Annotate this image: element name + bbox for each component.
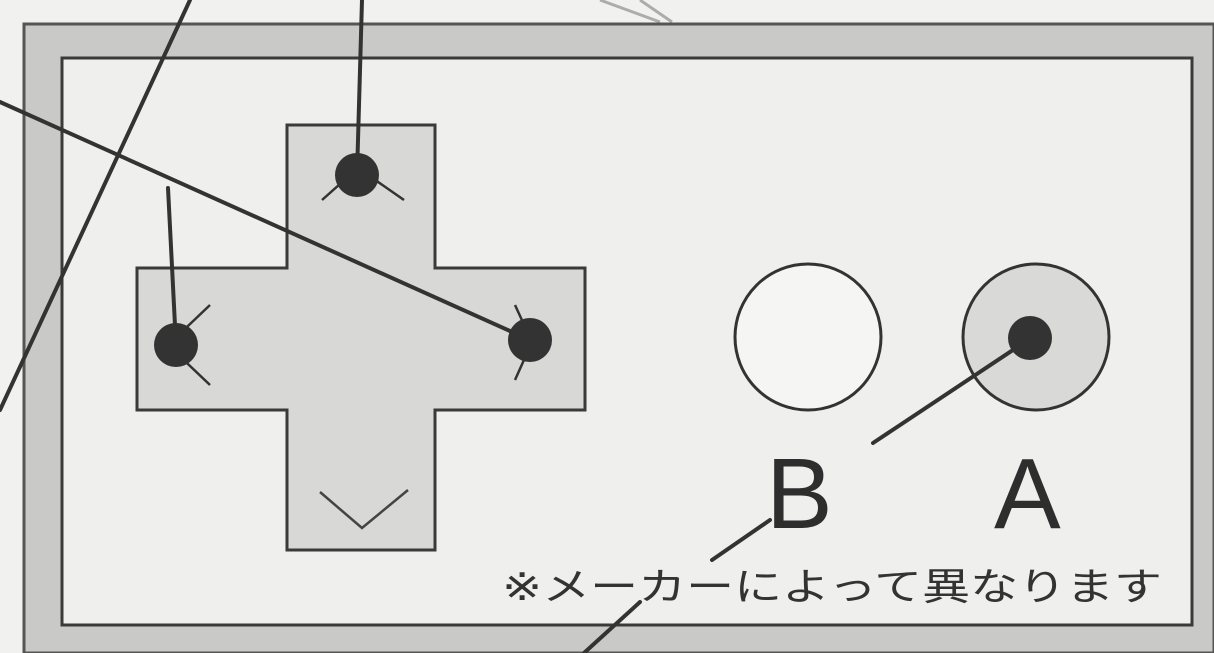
leader-line-b-upper bbox=[710, 518, 772, 562]
b-button-label: B bbox=[766, 438, 833, 550]
dpad bbox=[135, 123, 587, 552]
leader-line-up bbox=[355, 0, 364, 177]
leader-line-b-lower bbox=[582, 600, 642, 653]
callout-dots bbox=[154, 153, 1052, 367]
dot-up bbox=[335, 153, 379, 197]
manufacturer-note: ※メーカーによって異なります bbox=[502, 565, 1162, 609]
leader-line-long bbox=[0, 0, 192, 412]
dot-right bbox=[508, 318, 552, 362]
leader-line-right bbox=[0, 100, 532, 342]
b-button bbox=[733, 262, 883, 412]
dpad-down-chevron-icon bbox=[319, 489, 409, 530]
leader-line-a bbox=[871, 338, 1030, 445]
leader-line-left bbox=[166, 186, 178, 347]
a-button-label: A bbox=[994, 438, 1061, 550]
callout-lines bbox=[0, 0, 1030, 653]
dot-a bbox=[1008, 316, 1052, 360]
dot-left bbox=[154, 323, 198, 367]
